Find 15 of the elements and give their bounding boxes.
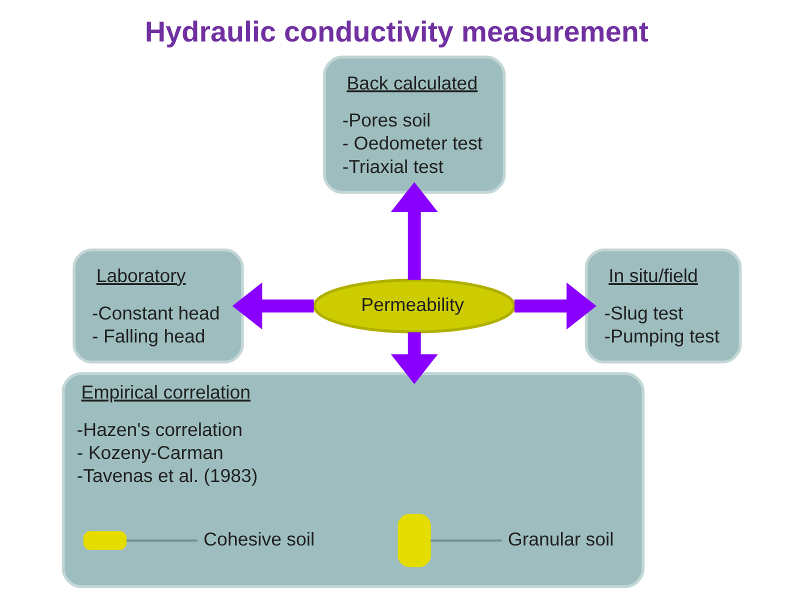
node-box xyxy=(83,531,127,550)
node-box: Laboratory -Constant head - Falling head xyxy=(72,248,244,364)
arrow xyxy=(514,282,596,330)
node-box xyxy=(398,514,431,568)
arrow xyxy=(390,182,438,280)
diagram-title: Hydraulic conductivity measurement xyxy=(144,16,648,48)
node-box: Back calculated -Pores soil - Oedometer test -Triaxial test xyxy=(322,56,506,194)
node-text: Cohesive soil xyxy=(204,528,315,550)
connector xyxy=(126,539,198,542)
connector xyxy=(430,539,502,542)
arrow xyxy=(232,282,314,330)
arrow xyxy=(390,332,438,384)
node-box: In situ/field -Slug test -Pumping test xyxy=(584,248,742,364)
node-ellipse: Permeability xyxy=(312,278,516,334)
node-text: Granular soil xyxy=(508,528,614,550)
